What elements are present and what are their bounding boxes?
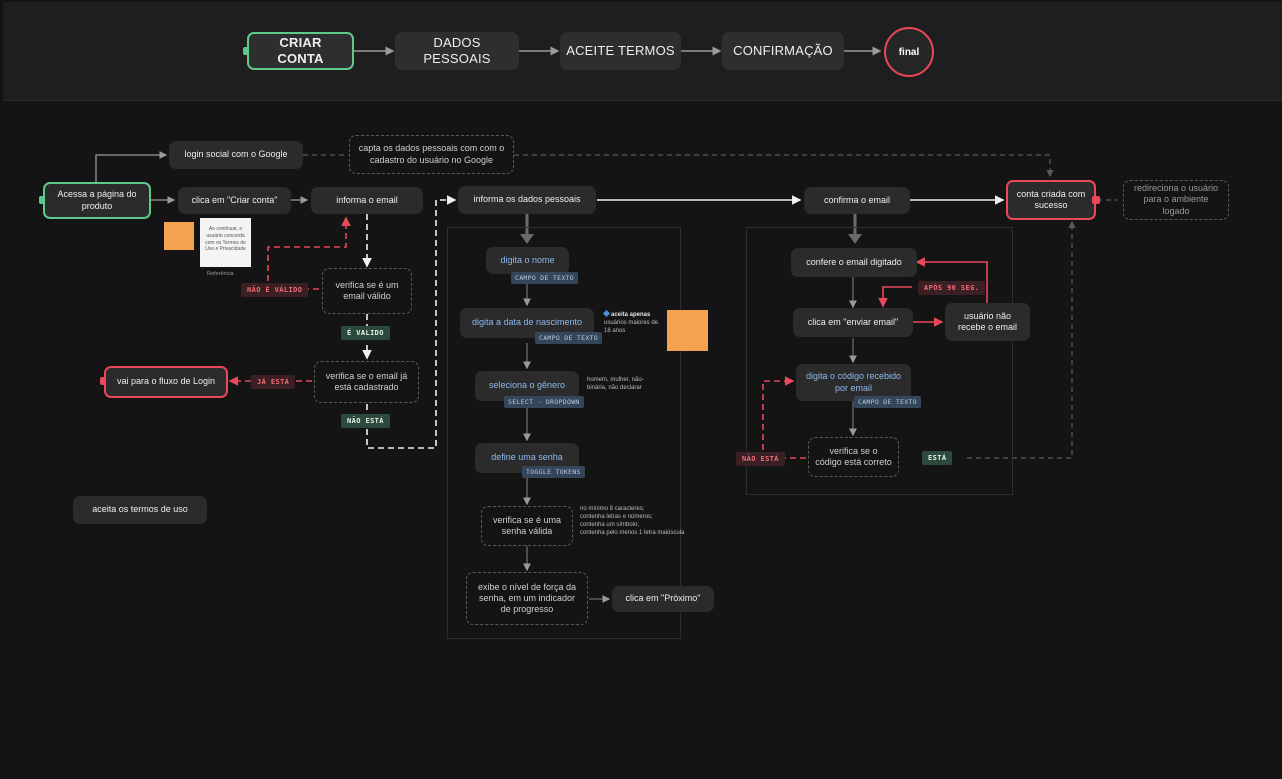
confirmacao-group [746, 227, 1013, 495]
step-dados-pessoais[interactable]: DADOS PESSOAIS [395, 32, 519, 70]
tag-campo-texto-nascimento: CAMPO DE TEXTO [535, 332, 602, 344]
sucesso-marker [1092, 196, 1100, 204]
pill-e-valido: É VALIDO [341, 326, 390, 340]
define-senha-text: define uma senha [491, 452, 563, 463]
tag-toggle-tokens: TOGGLE TOKENS [522, 466, 585, 478]
node-verifica-email-valido[interactable]: verifica se é um email válido [322, 268, 412, 314]
diamond-icon [602, 309, 611, 318]
note-genero: homem, mulher, não-binária, não declarar [587, 377, 644, 392]
step-aceite-termos[interactable]: ACEITE TERMOS [560, 32, 681, 70]
node-confirma-email[interactable]: confirma o email [804, 187, 910, 214]
node-redireciona[interactable]: redireciona o usuário para o ambiente lo… [1123, 180, 1229, 220]
node-verifica-email-cadastrado[interactable]: verifica se o email já está cadastrado [314, 361, 419, 403]
step-confirmacao[interactable]: CONFIRMAÇÃO [722, 32, 844, 70]
sticky-note-left [164, 222, 194, 250]
node-acessa-pagina[interactable]: Acessa a página do produto [43, 182, 151, 219]
pill-nao-esta-codigo: NÃO ESTÁ [736, 452, 785, 466]
node-forca-senha[interactable]: exibe o nível de força da senha, em um i… [466, 572, 588, 625]
tag-campo-texto-codigo: CAMPO DE TEXTO [854, 396, 921, 408]
tag-campo-texto-nome: CAMPO DE TEXTO [511, 272, 578, 284]
note-idade: aceita apenas usuários maiores de 16 ano… [602, 309, 666, 335]
digita-nome-text: digita o nome [500, 254, 555, 265]
data-nascimento-text: digita a data de nascimento [471, 317, 583, 328]
step-criar-conta[interactable]: CRIAR CONTA [247, 32, 354, 70]
node-login-google[interactable]: login social com o Google [169, 141, 303, 169]
referencia-label: Referência [207, 271, 234, 277]
node-confere-email[interactable]: confere o email digitado [791, 248, 917, 277]
sticky-note-middle [667, 310, 708, 351]
regra-senha-1: no mínimo 8 caracteres; [580, 506, 645, 512]
node-conta-criada[interactable]: conta criada com sucesso [1006, 180, 1096, 220]
pill-ja-esta: JÁ ESTÁ [251, 375, 296, 389]
node-capta-dados[interactable]: capta os dados pessoais com com o cadast… [349, 135, 514, 174]
node-clica-criar-conta[interactable]: clica em "Criar conta" [178, 187, 291, 214]
pill-apos-90-seg: APÓS 90 SEG. [918, 281, 986, 295]
pill-nao-valido: NÃO É VÁLIDO [241, 283, 309, 297]
step-final[interactable]: final [884, 27, 934, 77]
dados-pessoais-group [447, 227, 681, 639]
pill-nao-esta-email: NÃO ESTÁ [341, 414, 390, 428]
regra-senha-4: contenha pelo menos 1 letra maiúscula [580, 530, 685, 537]
node-enviar-email[interactable]: clica em "enviar email" [793, 308, 913, 337]
node-nao-recebe-email[interactable]: usuário não recebe o email [945, 303, 1030, 341]
note-idade-bold: aceita apenas [611, 312, 651, 318]
node-aceita-termos[interactable]: aceita os termos de uso [73, 496, 207, 524]
note-regras-senha: no mínimo 8 caracteres; contenha letras … [580, 505, 700, 537]
node-verifica-codigo[interactable]: verifica se o código está correto [808, 437, 899, 477]
regra-senha-3: contenha um símbolo; [580, 522, 640, 529]
node-fluxo-login[interactable]: vai para o fluxo de Login [104, 366, 228, 398]
tag-select-dropdown: SELECT - DROPDOWN [504, 396, 584, 408]
node-digita-nome[interactable]: digita o nome [486, 247, 569, 274]
node-verifica-senha[interactable]: verifica se é uma senha válida [481, 506, 573, 546]
node-informa-email[interactable]: informa o email [311, 187, 423, 214]
node-clica-proximo[interactable]: clica em "Próximo" [612, 586, 714, 612]
node-digita-codigo[interactable]: digita o código recebido por email [796, 364, 911, 401]
pill-esta: ESTÁ [922, 451, 953, 465]
node-informa-dados[interactable]: informa os dados pessoais [458, 186, 596, 214]
terms-reference-card: Ao continuar, o usuário concorda com os … [200, 218, 251, 267]
regra-senha-2: contenha letras e números; [580, 514, 653, 521]
note-idade-text: usuários maiores de 16 anos [604, 320, 659, 335]
seleciona-genero-text: seleciona o gênero [488, 380, 566, 391]
digita-codigo-text: digita o código recebido por email [805, 371, 902, 393]
